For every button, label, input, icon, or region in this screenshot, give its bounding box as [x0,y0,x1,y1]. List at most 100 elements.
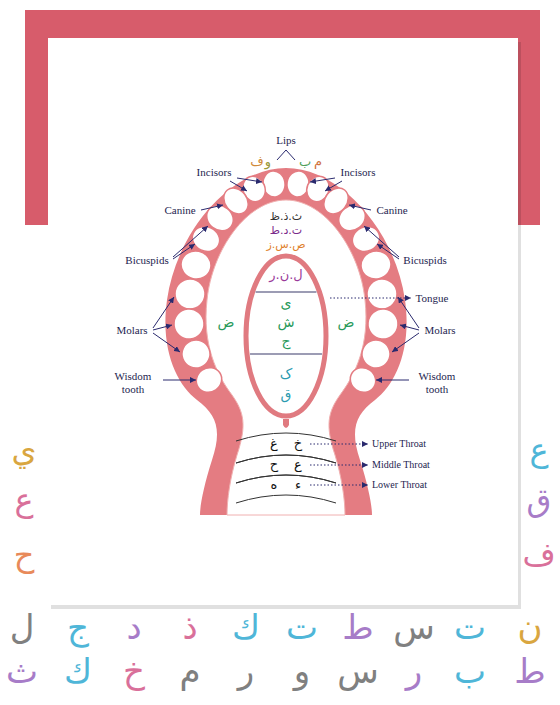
watermark-letter: و [294,652,310,691]
text-holder: ع [294,458,302,473]
leader-line [310,178,335,182]
label-holder: Bicuspids [403,254,446,267]
label-holder: ل [10,608,35,647]
leader-line [153,325,172,330]
label-holder: Wisdom tooth [411,370,463,395]
watermark-letter: ع [14,482,33,519]
throat-band-shape [236,473,336,505]
label-holder: و [265,155,271,170]
letter-label: ق [281,386,292,402]
tongue-divider [250,353,322,354]
watermark-letter: ي [11,432,36,469]
part-label: Bicuspids [403,254,446,267]
label-holder: ر [406,652,422,691]
tooth [174,278,205,309]
label-holder: Wisdom tooth [107,370,159,395]
letter-label: و [265,155,271,170]
watermark-letter: س [337,652,379,691]
text-holder: ی [281,295,292,311]
part-label: Canine [376,204,407,217]
label-holder: Middle Throat [372,459,430,471]
label-holder: س [337,652,379,691]
dotted-leader [310,465,368,466]
label-holder: ك [64,652,92,691]
tooth [358,336,394,372]
leader-line [400,325,419,330]
tooth [178,336,214,372]
letter-label: خ [294,437,302,452]
letter-label: ص.س.ز [266,239,305,252]
label-holder: ص.س.ز [266,239,305,252]
watermark-letter: د [126,608,141,647]
text-holder: ء [295,478,301,493]
watermark-letter: ط [514,652,545,691]
watermark-letter: م [179,652,200,691]
label-holder: خ [123,652,145,691]
label-holder: Tongue [416,292,449,305]
leader-line [325,181,342,191]
watermark-letter: ر [238,652,254,691]
throat-band: حع [236,453,336,485]
uvula [283,419,289,428]
label-holder: ط [342,608,373,647]
part-label: Lips [276,134,296,147]
dotted-leader [310,444,368,445]
label-holder: Lips [276,134,296,147]
label-holder: Incisors [341,166,376,179]
label-holder: Incisors [197,166,232,179]
watermark-letter: ل [10,608,35,647]
letter-label: غ [270,437,278,452]
letter-label: ح [270,458,278,473]
watermark-letter: ر [406,652,422,691]
leader-line [237,178,262,182]
watermark-letter: ك [64,652,92,691]
watermark-letter: ب [454,652,486,691]
text-holder: ح [270,458,278,473]
label-holder: Molars [424,324,455,337]
label-holder: ك [232,608,260,647]
tooth [191,363,226,398]
part-label: Wisdom tooth [411,370,463,395]
throat-band-shape [236,453,336,485]
label-holder: Upper Throat [372,438,426,450]
watermark-letter: خ [123,652,145,691]
part-label: Canine [164,204,195,217]
card [48,38,518,605]
throat-arc [236,455,336,463]
label-holder: ج [67,608,89,647]
label-holder: Canine [164,204,195,217]
label-holder: Bicuspids [125,254,168,267]
letter-label: ک [280,366,293,382]
letter-label: ل.ن.ر [269,268,303,283]
label-holder: ث [6,652,38,691]
letter-label: ه [271,478,278,493]
label-holder: ت [454,608,486,647]
label-holder: ن [518,608,543,647]
tongue-divider [256,291,317,292]
label-holder: د [126,608,141,647]
text-holder: ه [271,478,278,493]
text-holder: ق [281,386,292,402]
label-holder: و [294,652,310,691]
part-label: Tongue [416,292,449,305]
label-holder: م [314,155,322,170]
label-holder: ت [286,608,318,647]
part-label: Upper Throat [372,438,426,450]
letter-label: ج [281,333,290,349]
part-label: Incisors [197,166,232,179]
watermark-letter: س [393,608,435,647]
watermark-letter: ث [6,652,38,691]
letter-label: م [314,155,322,170]
letter-label: ض [218,314,235,330]
throat-arc [236,475,336,483]
watermark-letter: ن [518,608,543,647]
label-holder: س [393,608,435,647]
part-label: Incisors [341,166,376,179]
label-holder: Canine [376,204,407,217]
throat-arc [236,455,336,463]
leader-line [153,333,180,352]
letter-label: ی [281,295,292,311]
throat-arc [236,475,336,483]
text-holder: غ [270,437,278,452]
